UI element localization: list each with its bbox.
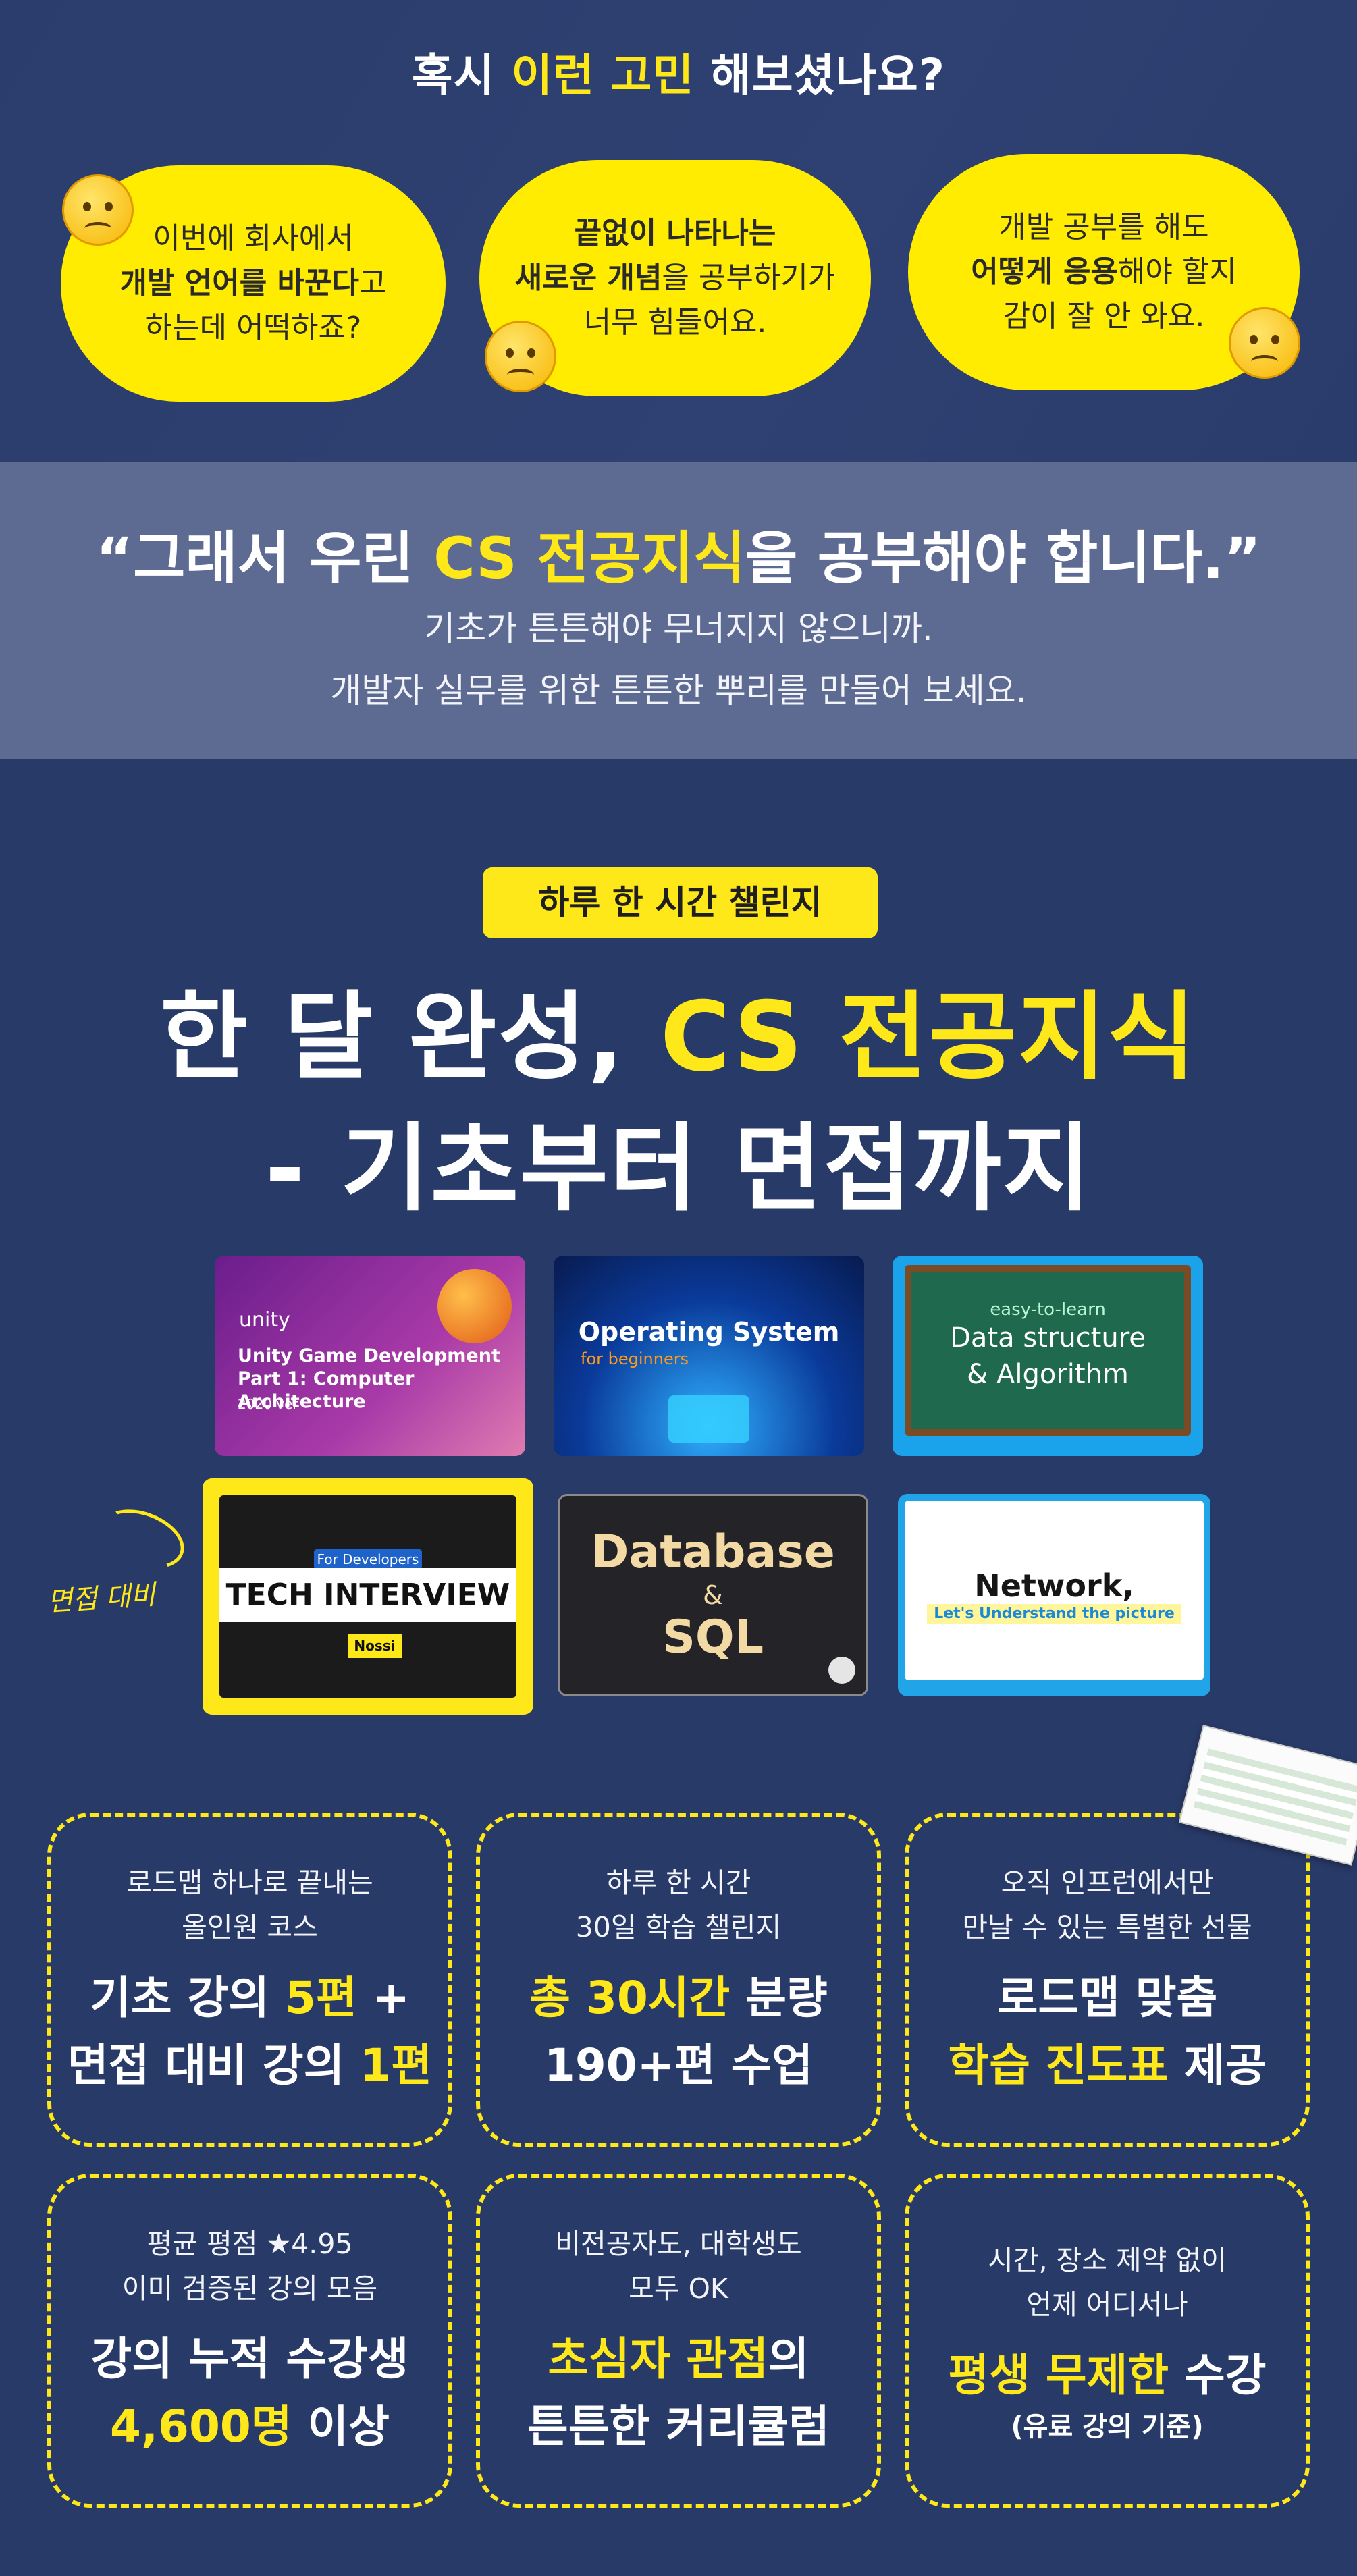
feature-box-beginner: 비전공자도, 대학생도 모두 OK 초심자 관점의 튼튼한 커리큘럼 <box>476 2174 881 2508</box>
quote-subtext: 기초가 튼튼해야 무너지지 않으니까. 개발자 실무를 위한 튼튼한 뿌리를 만… <box>330 609 1027 710</box>
interview-side-note: 면접 대비 <box>46 1579 157 1618</box>
feature-box-roadmap: 로드맵 하나로 끝내는 올인원 코스 기초 강의 5편 + 면접 대비 강의 1… <box>47 1813 452 2147</box>
quote-headline: “그래서 우린 CS 전공지식을 공부해야 합니다.” <box>95 525 1262 591</box>
cpu-chip-icon <box>668 1395 749 1443</box>
feature-box-students: 평균 평점 ★4.95 이미 검증된 강의 모음 강의 누적 수강생 4,600… <box>47 2174 452 2508</box>
challenge-headline-1: 한 달 완성, CS 전공지식 <box>160 982 1197 1093</box>
challenge-badge: 하루 한 시간 챌린지 <box>483 867 878 938</box>
course-card-network[interactable]: Network, Let's Understand the picture <box>898 1494 1210 1696</box>
chalkboard <box>905 1265 1191 1436</box>
intro-section: 혹시 이런 고민 해보셨나요? 이번에 회사에서 개발 언어를 바꾼다고 하는데… <box>0 0 1357 462</box>
quote-section: “그래서 우린 CS 전공지식을 공부해야 합니다.” 기초가 튼튼해야 무너지… <box>0 462 1357 759</box>
intro-title: 혹시 이런 고민 해보셨나요? <box>411 49 946 101</box>
worry-bubble-1: 이번에 회사에서 개발 언어를 바꾼다고 하는데 어떡하죠? <box>61 165 446 402</box>
thinking-face-icon <box>1229 307 1300 379</box>
course-card-database[interactable]: Database & SQL <box>558 1494 868 1696</box>
unity-logo: unity <box>239 1308 290 1332</box>
course-card-unity[interactable]: unity Unity Game Development Part 1: Com… <box>215 1256 525 1456</box>
planet-icon <box>437 1269 512 1343</box>
seal-stamp <box>828 1657 855 1684</box>
course-card-os[interactable]: Operating System for beginners <box>554 1256 864 1456</box>
feature-box-challenge: 하루 한 시간 30일 학습 챌린지 총 30시간 분량 190+편 수업 <box>476 1813 881 2147</box>
anxious-face-icon <box>485 321 556 392</box>
challenge-headline-2: - 기초부터 면접까지 <box>265 1113 1092 1225</box>
worry-bubble-2: 끝없이 나타나는 새로운 개념을 공부하기가 너무 힘들어요. <box>479 160 871 396</box>
curved-arrow-icon <box>91 1499 192 1580</box>
course-card-tech-interview[interactable]: For Developers TECH INTERVIEW Nossi <box>203 1478 533 1715</box>
course-card-data-structure[interactable]: easy-to-learn Data structure & Algorithm <box>893 1256 1203 1456</box>
feature-box-gift: 오직 인프런에서만 만날 수 있는 특별한 선물 로드맵 맞춤 학습 진도표 제… <box>905 1813 1310 2147</box>
feature-box-lifetime: 시간, 장소 제약 없이 언제 어디서나 평생 무제한 수강 (유료 강의 기준… <box>905 2174 1310 2508</box>
sad-face-icon <box>62 174 134 246</box>
